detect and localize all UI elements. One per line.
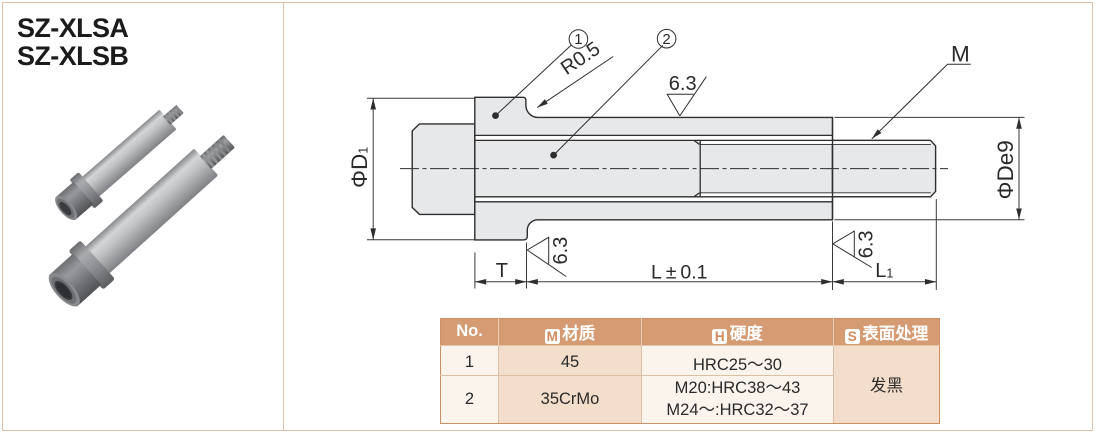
svg-text:ΦD1: ΦD1 [347, 147, 372, 188]
svg-text:6.3: 6.3 [669, 73, 697, 95]
svg-text:ΦDe9: ΦDe9 [993, 140, 1018, 199]
svg-text:M: M [951, 42, 970, 67]
svg-text:6.3: 6.3 [550, 237, 572, 265]
svg-text:6.3: 6.3 [856, 230, 878, 258]
svg-text:1: 1 [574, 31, 582, 48]
svg-text:L1: L1 [875, 260, 893, 282]
svg-text:T: T [496, 260, 508, 282]
svg-text:L ± 0.1: L ± 0.1 [651, 262, 707, 284]
svg-text:2: 2 [662, 31, 670, 48]
